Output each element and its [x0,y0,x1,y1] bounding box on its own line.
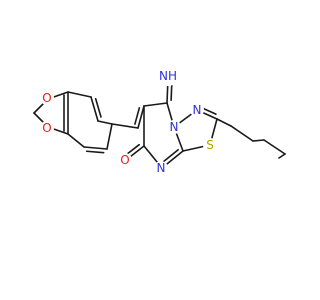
atom-O1-label: O [42,91,51,105]
bond-h2-h3 [252,139,265,142]
bond-b4-b6 [83,146,108,150]
atom-N4-label: N [170,120,179,134]
bond-b1-b3 [67,91,92,98]
atom-O2-label: O [42,121,51,135]
bond-c7-o7-inner [125,143,140,156]
bond-h4-h5 [278,153,286,159]
atom-NH-label: NH [159,69,177,83]
bond-c2-h1 [216,118,232,127]
atom-O7-label: O [120,153,129,167]
bond-b5-b7 [97,120,113,125]
bond-cv-c6-inner [134,107,141,125]
bond-b6-b7 [106,123,113,150]
bond-h3-h4 [263,139,286,155]
atom-O7: O [118,153,132,167]
bond-h1-h2 [230,125,254,142]
bond-b3-b5 [90,96,99,122]
molecule-structure: O O NH N N N S O [33,66,286,175]
atom-S1-label: S [206,138,214,152]
atom-label-layer: O O NH N N N S O [40,66,217,175]
bond-b4-b6-inner [85,150,105,154]
atom-O1: O [40,91,54,105]
atom-NH: NH [158,66,178,86]
atom-N8-label: N [157,161,166,175]
atom-N3: N [190,103,204,117]
bond-layer [33,77,286,169]
bond-n8-c8a-inner [161,148,179,164]
atom-S1: S [203,138,217,152]
bond-cv-c6 [137,105,145,129]
atom-N3-label: N [193,103,202,117]
bond-b2-b4 [67,133,85,148]
atom-N4: N [167,120,181,134]
atom-O2: O [40,121,54,135]
bond-b3-b5-inner [94,97,102,118]
bond-b7-cv [111,123,139,129]
atom-N8: N [154,161,168,175]
bond-c6-c5 [143,102,168,107]
